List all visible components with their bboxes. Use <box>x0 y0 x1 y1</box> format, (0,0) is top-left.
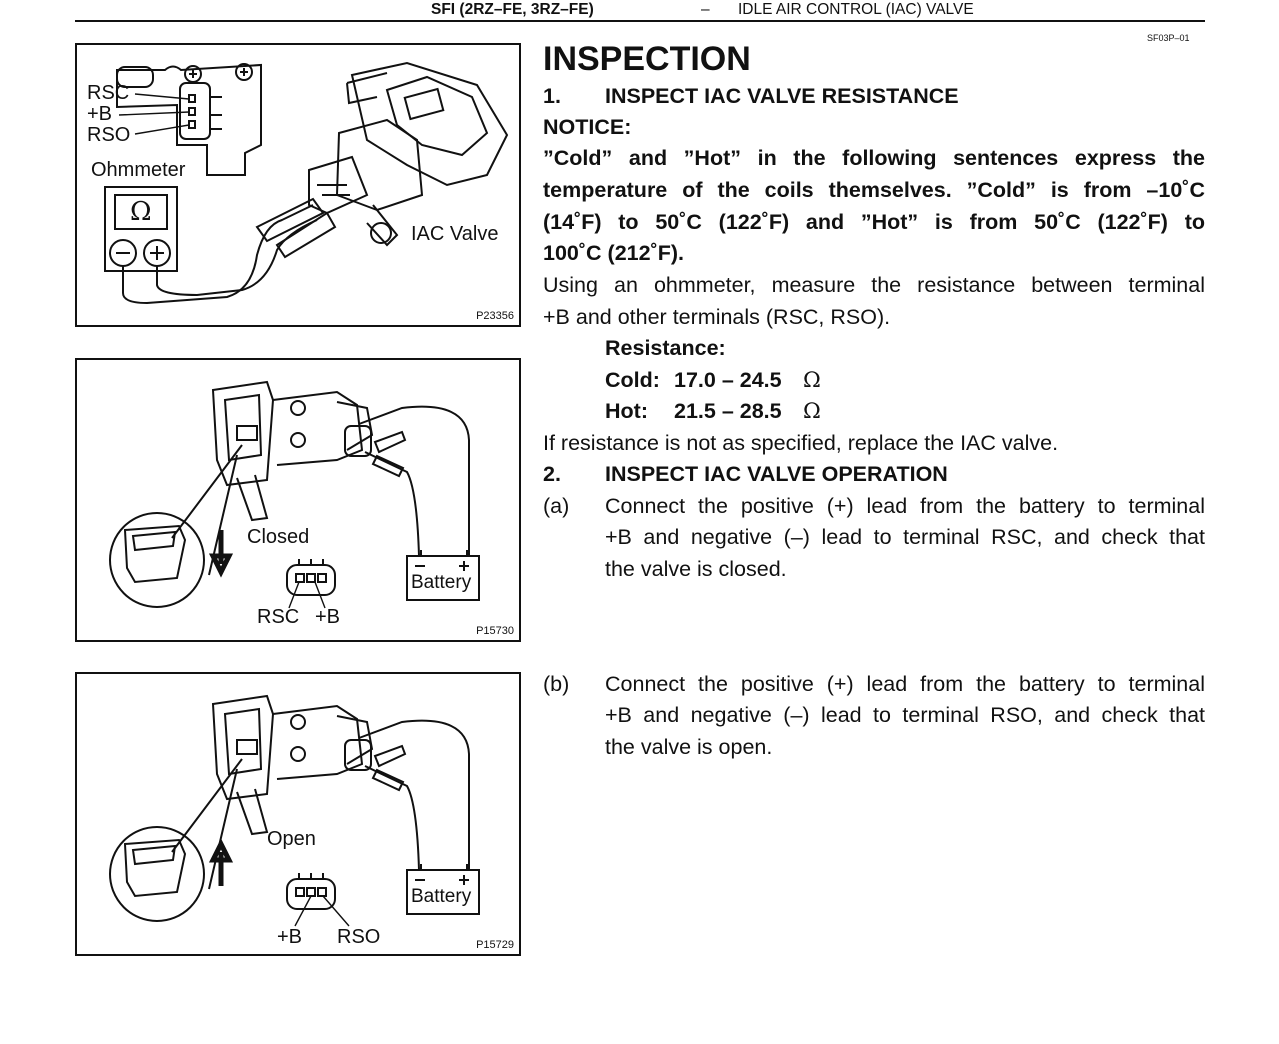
label-battery: Battery <box>411 886 472 907</box>
sub-a-line: +B and negative (–) lead to terminal RSC… <box>605 525 1205 549</box>
page-title: INSPECTION <box>543 40 751 78</box>
sub-a-line: Connect the positive (+) lead from the b… <box>605 494 1205 518</box>
resistance-label: Resistance: <box>605 336 726 360</box>
notice-line: (14˚F) to 50˚C (122˚F) and ”Hot” is from… <box>543 210 1205 234</box>
hot-label: Hot: <box>605 399 648 423</box>
step-2-number: 2. <box>543 462 561 486</box>
ohm-symbol: Ω <box>130 197 152 227</box>
label-terminal-rso: RSO <box>337 926 381 948</box>
measure-line: +B and other terminals (RSC, RSO). <box>543 305 891 329</box>
sub-b-tag: (b) <box>543 672 570 696</box>
figure-id: P15730 <box>476 625 514 637</box>
hot-unit: Ω <box>803 399 821 424</box>
step-1-heading: INSPECT IAC VALVE RESISTANCE <box>605 84 959 108</box>
header-model: SFI (2RZ–FE, 3RZ–FE) <box>431 1 594 18</box>
figure-id: P15729 <box>476 939 514 951</box>
label-ohmmeter: Ohmmeter <box>91 159 186 181</box>
figure-ohmmeter-test: RSC +B RSO Ohmmeter Ω IAC Valve P23356 <box>75 43 521 327</box>
label-battery: Battery <box>411 572 472 593</box>
page-code: SF03P–01 <box>1147 33 1190 43</box>
notice-line: ”Cold” and ”Hot” in the following senten… <box>543 146 1205 170</box>
replace-instruction: If resistance is not as specified, repla… <box>543 431 1059 455</box>
label-plus-b: +B <box>87 103 113 125</box>
header-section: IDLE AIR CONTROL (IAC) VALVE <box>738 1 974 18</box>
label-terminal-plus-b: +B <box>277 926 303 948</box>
label-rso: RSO <box>87 124 131 146</box>
figure-valve-open: Open Battery +B RSO P15729 <box>75 672 521 956</box>
sub-b-line: the valve is open. <box>605 735 773 759</box>
hot-value: 21.5 – 28.5 <box>674 399 782 423</box>
cold-value: 17.0 – 24.5 <box>674 368 782 392</box>
step-2-heading: INSPECT IAC VALVE OPERATION <box>605 462 948 486</box>
label-iac-valve: IAC Valve <box>411 223 499 245</box>
sub-b-line: Connect the positive (+) lead from the b… <box>605 672 1205 696</box>
label-terminal-rsc: RSC <box>257 606 300 628</box>
label-closed: Closed <box>247 526 310 548</box>
figure-id: P23356 <box>476 310 514 322</box>
header-dash: – <box>701 1 710 18</box>
valve-closed-illustration <box>109 380 480 609</box>
sub-a-line: the valve is closed. <box>605 557 787 581</box>
label-open: Open <box>267 828 316 850</box>
sub-b-line: +B and negative (–) lead to terminal RSO… <box>605 703 1205 727</box>
label-rsc: RSC <box>87 82 130 104</box>
page-header: SFI (2RZ–FE, 3RZ–FE) – IDLE AIR CONTROL … <box>75 0 1205 22</box>
cold-unit: Ω <box>803 368 821 393</box>
ohmmeter-test-illustration <box>104 61 509 305</box>
valve-open-illustration <box>109 694 480 927</box>
notice-label: NOTICE: <box>543 115 632 139</box>
measure-line: Using an ohmmeter, measure the resistanc… <box>543 273 1205 297</box>
label-terminal-plus-b: +B <box>315 606 341 628</box>
notice-line: temperature of the coils themselves. ”Co… <box>543 178 1205 202</box>
step-1-number: 1. <box>543 84 561 108</box>
cold-label: Cold: <box>605 368 660 392</box>
notice-line: 100˚C (212˚F). <box>543 241 684 265</box>
sub-a-tag: (a) <box>543 494 570 518</box>
figure-valve-closed: Closed Battery RSC +B P15730 <box>75 358 521 642</box>
